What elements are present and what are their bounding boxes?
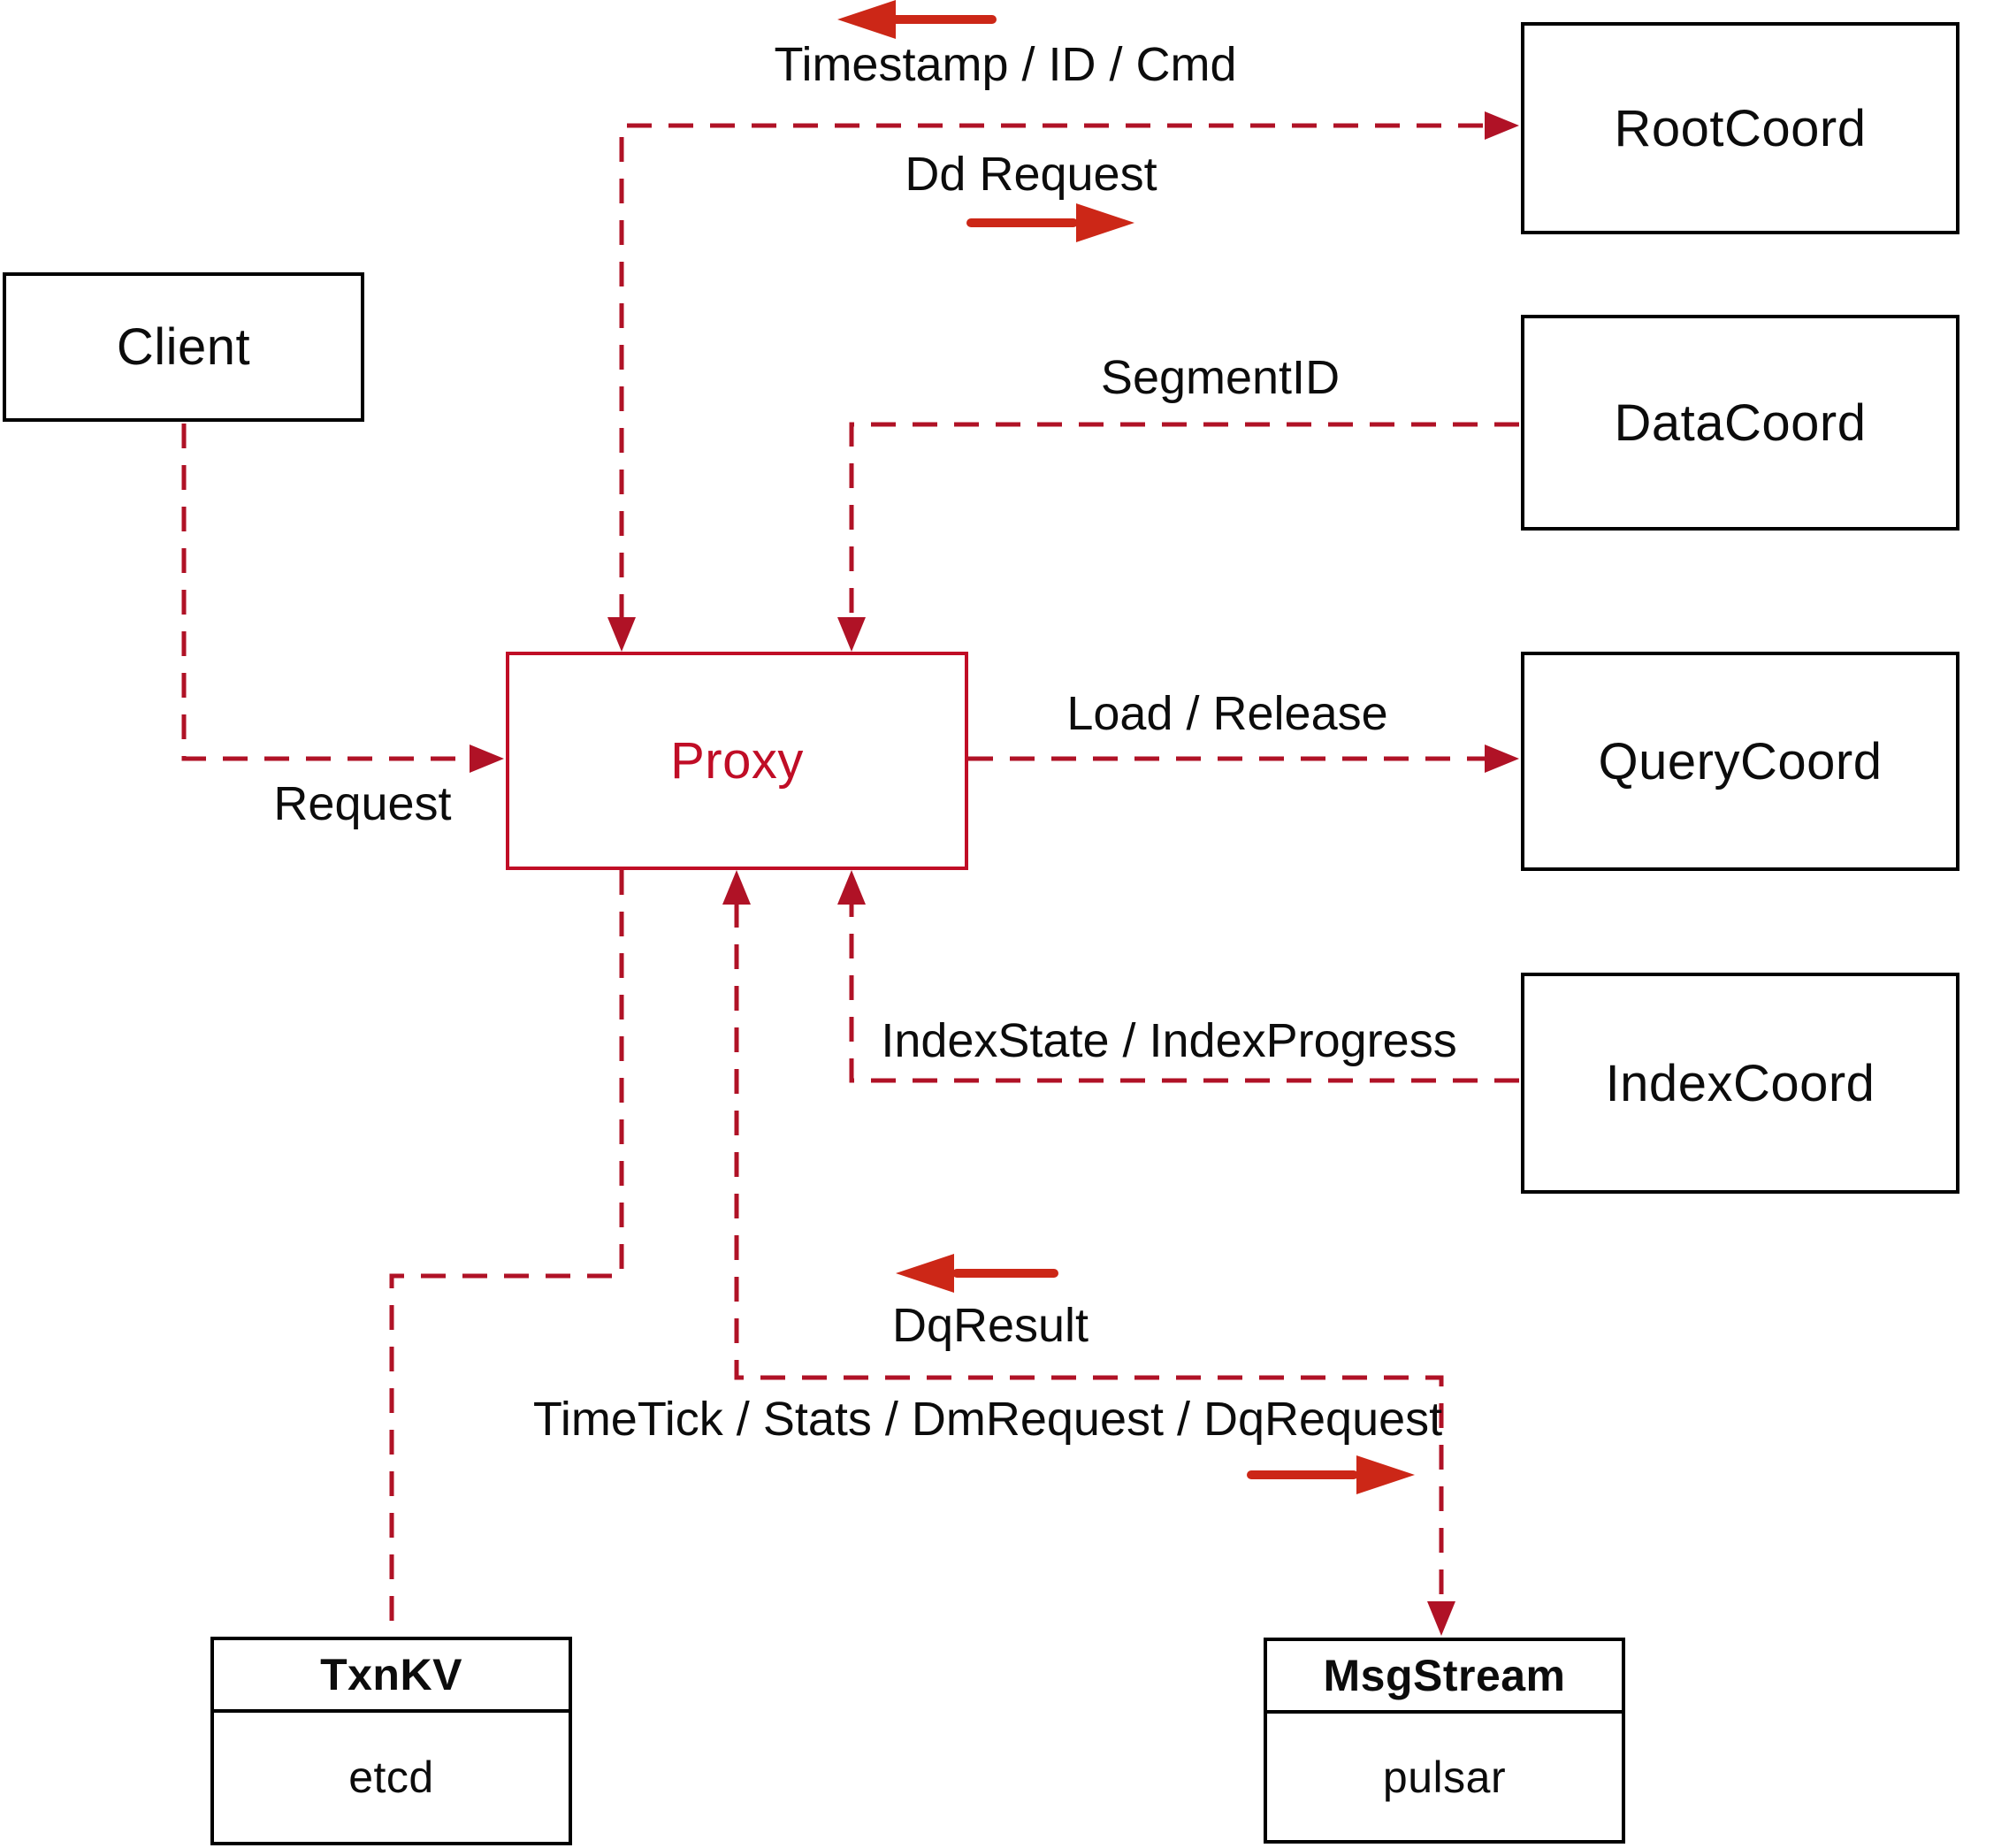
node-indexcoord-label: IndexCoord [1605, 1054, 1875, 1112]
arrowhead-into-proxy-top-left [607, 617, 636, 652]
node-txnkv-title: TxnKV [214, 1640, 569, 1713]
node-msgstream-title: MsgStream [1267, 1641, 1622, 1714]
node-rootcoord: RootCoord [1521, 22, 1959, 234]
arrowhead-into-proxy-top-right [837, 617, 866, 652]
arrowhead-into-proxy-bottom-right [837, 870, 866, 905]
node-datacoord-label: DataCoord [1614, 393, 1867, 452]
node-proxy: Proxy [506, 652, 968, 870]
arrow-left-icon-timestamp [837, 0, 997, 39]
edge-client-proxy [181, 424, 471, 761]
edge-label-dd-request: Dd Request [905, 148, 1157, 201]
edge-indexcoord-proxy [849, 903, 1519, 1083]
arrowhead-into-rootcoord [1485, 111, 1519, 140]
edge-label-segment-id: SegmentID [1100, 351, 1341, 404]
arrow-right-icon-time-tick [1247, 1455, 1415, 1494]
edge-label-load-release: Load / Release [1066, 687, 1388, 740]
edge-label-time-tick: TimeTick / Stats / DmRequest / DqRequest [532, 1393, 1443, 1446]
node-client: Client [3, 272, 364, 422]
arrow-right-icon-dd-request [966, 203, 1134, 242]
edge-label-request: Request [273, 777, 452, 830]
edge-label-timestamp: Timestamp / ID / Cmd [774, 38, 1237, 91]
arrowhead-into-querycoord [1485, 745, 1519, 773]
edge-proxy-msgstream [734, 903, 1444, 1603]
edge-label-index-state: IndexState / IndexProgress [881, 1014, 1457, 1067]
node-msgstream: MsgStream pulsar [1264, 1638, 1625, 1844]
edge-datacoord-proxy [849, 422, 1519, 619]
node-datacoord: DataCoord [1521, 315, 1959, 531]
node-querycoord: QueryCoord [1521, 652, 1959, 871]
arrow-left-icon-dq-result [896, 1254, 1058, 1293]
node-client-label: Client [116, 318, 251, 376]
node-indexcoord: IndexCoord [1521, 973, 1959, 1194]
node-msgstream-implementation: pulsar [1382, 1752, 1507, 1802]
edge-label-dq-result: DqResult [891, 1299, 1089, 1352]
node-txnkv: TxnKV etcd [210, 1637, 572, 1845]
node-querycoord-label: QueryCoord [1598, 732, 1883, 790]
node-proxy-label: Proxy [670, 732, 804, 790]
node-txnkv-implementation: etcd [348, 1753, 434, 1802]
edge-proxy-txnkv [389, 870, 624, 1635]
arrowhead-into-msgstream [1427, 1601, 1455, 1636]
node-rootcoord-label: RootCoord [1614, 99, 1867, 157]
arrowhead-into-proxy-bottom-left [722, 870, 751, 905]
arrowhead-into-proxy-left [470, 745, 504, 773]
